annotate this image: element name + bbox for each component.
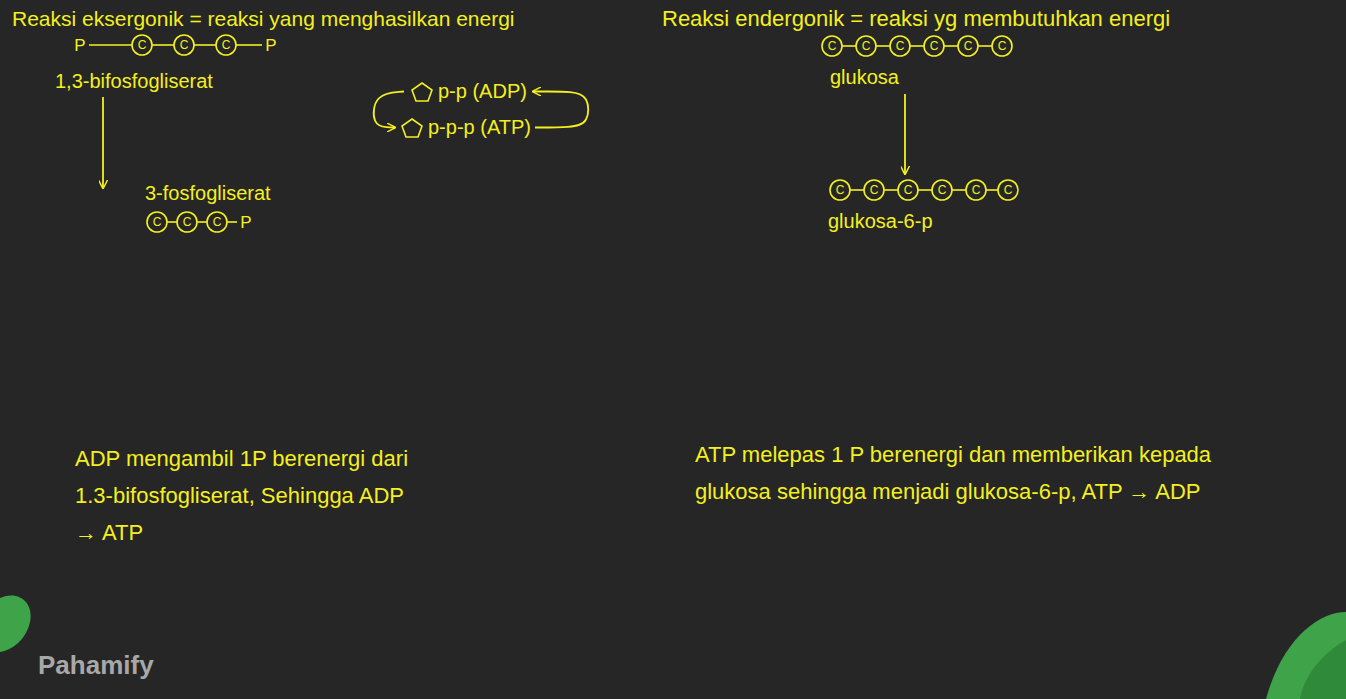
atom-letter: C bbox=[213, 216, 222, 228]
atom-letter: C bbox=[183, 216, 192, 228]
bond-line bbox=[152, 44, 174, 46]
atom-circle bbox=[932, 180, 952, 200]
bond-line bbox=[876, 45, 890, 47]
atom-circle bbox=[207, 212, 227, 232]
bond-line bbox=[842, 45, 856, 47]
watermark: Pahamify bbox=[38, 650, 154, 681]
reaction-arrow bbox=[102, 97, 104, 188]
atom-circle bbox=[147, 212, 167, 232]
atom-letter: C bbox=[896, 40, 905, 52]
atom-letter: C bbox=[870, 184, 879, 196]
atom-circle bbox=[998, 180, 1018, 200]
atom-circle bbox=[958, 36, 978, 56]
bond-line bbox=[884, 189, 898, 191]
node-text: 3-fosfogliserat bbox=[145, 182, 271, 205]
heading-text: Reaksi endergonik = reaksi yg membutuhka… bbox=[662, 6, 1170, 32]
atom-letter: P bbox=[240, 214, 251, 231]
compound-label: 1,3-bifosfogliserat bbox=[55, 70, 213, 93]
leaf-left bbox=[0, 595, 31, 652]
bond-line bbox=[918, 189, 932, 191]
ribose-pentagon bbox=[400, 117, 424, 139]
bond-line bbox=[89, 44, 132, 46]
node-text: glukosa-6-p bbox=[828, 210, 933, 233]
atom-letter: C bbox=[222, 39, 231, 51]
leaf-right-2 bbox=[1300, 640, 1346, 699]
atom-circle bbox=[856, 36, 876, 56]
atom-circle bbox=[898, 180, 918, 200]
bond-line bbox=[197, 221, 207, 223]
bond-line bbox=[167, 221, 177, 223]
atom-circle bbox=[177, 212, 197, 232]
bond-line bbox=[978, 45, 992, 47]
leaf-right bbox=[1266, 612, 1346, 699]
bond-line bbox=[236, 44, 262, 46]
heading-text: Reaksi eksergonik = reaksi yang menghasi… bbox=[12, 6, 515, 31]
compound-label: 3-fosfogliserat bbox=[145, 182, 271, 205]
explanation-text: ATP melepas 1 P berenergi dan memberikan… bbox=[695, 436, 1285, 510]
bond-line bbox=[952, 189, 966, 191]
atom-letter: C bbox=[180, 39, 189, 51]
atom-circle bbox=[830, 180, 850, 200]
node-text: p-p (ADP) bbox=[438, 80, 527, 103]
logo-mark bbox=[30, 640, 31, 678]
atom-circle bbox=[992, 36, 1012, 56]
atom-circle bbox=[216, 35, 236, 55]
atom-letter: C bbox=[138, 39, 147, 51]
compound-label: glukosa-6-p bbox=[828, 210, 933, 233]
nucleotide-label: p-p (ADP) bbox=[408, 80, 527, 103]
atom-letter: C bbox=[862, 40, 871, 52]
atom-circle bbox=[890, 36, 910, 56]
node-text: p-p-p (ATP) bbox=[428, 116, 531, 139]
ribose-pentagon bbox=[410, 81, 434, 103]
nucleotide-label: p-p-p (ATP) bbox=[398, 116, 531, 139]
atom-circle bbox=[132, 35, 152, 55]
reaction-arrow bbox=[533, 92, 588, 128]
node-text: 1,3-bifosfogliserat bbox=[55, 70, 213, 93]
atom-circle bbox=[174, 35, 194, 55]
bond-line bbox=[986, 189, 998, 191]
atom-letter: C bbox=[938, 184, 947, 196]
bond-line bbox=[227, 221, 237, 223]
atom-circle bbox=[822, 36, 842, 56]
atom-letter: C bbox=[828, 40, 837, 52]
atom-letter: C bbox=[998, 40, 1007, 52]
atom-letter: C bbox=[1004, 184, 1013, 196]
atom-letter: C bbox=[904, 184, 913, 196]
node-text: glukosa bbox=[830, 66, 899, 89]
bond-line bbox=[194, 44, 216, 46]
reaction-arrow bbox=[904, 94, 906, 174]
atom-letter: C bbox=[153, 216, 162, 228]
atom-letter: C bbox=[972, 184, 981, 196]
compound-label: glukosa bbox=[830, 66, 899, 89]
atom-circle bbox=[864, 180, 884, 200]
atom-letter: C bbox=[836, 184, 845, 196]
atom-letter: C bbox=[964, 40, 973, 52]
bond-line bbox=[850, 189, 864, 191]
atom-letter: C bbox=[930, 40, 939, 52]
atom-letter: P bbox=[265, 37, 276, 54]
atom-circle bbox=[924, 36, 944, 56]
atom-circle bbox=[966, 180, 986, 200]
bond-line bbox=[910, 45, 924, 47]
bond-line bbox=[944, 45, 958, 47]
explanation-text: ADP mengambil 1P berenergi dari 1.3-bifo… bbox=[75, 440, 410, 551]
reaction-arrow bbox=[374, 92, 404, 128]
atom-letter: P bbox=[74, 37, 85, 54]
